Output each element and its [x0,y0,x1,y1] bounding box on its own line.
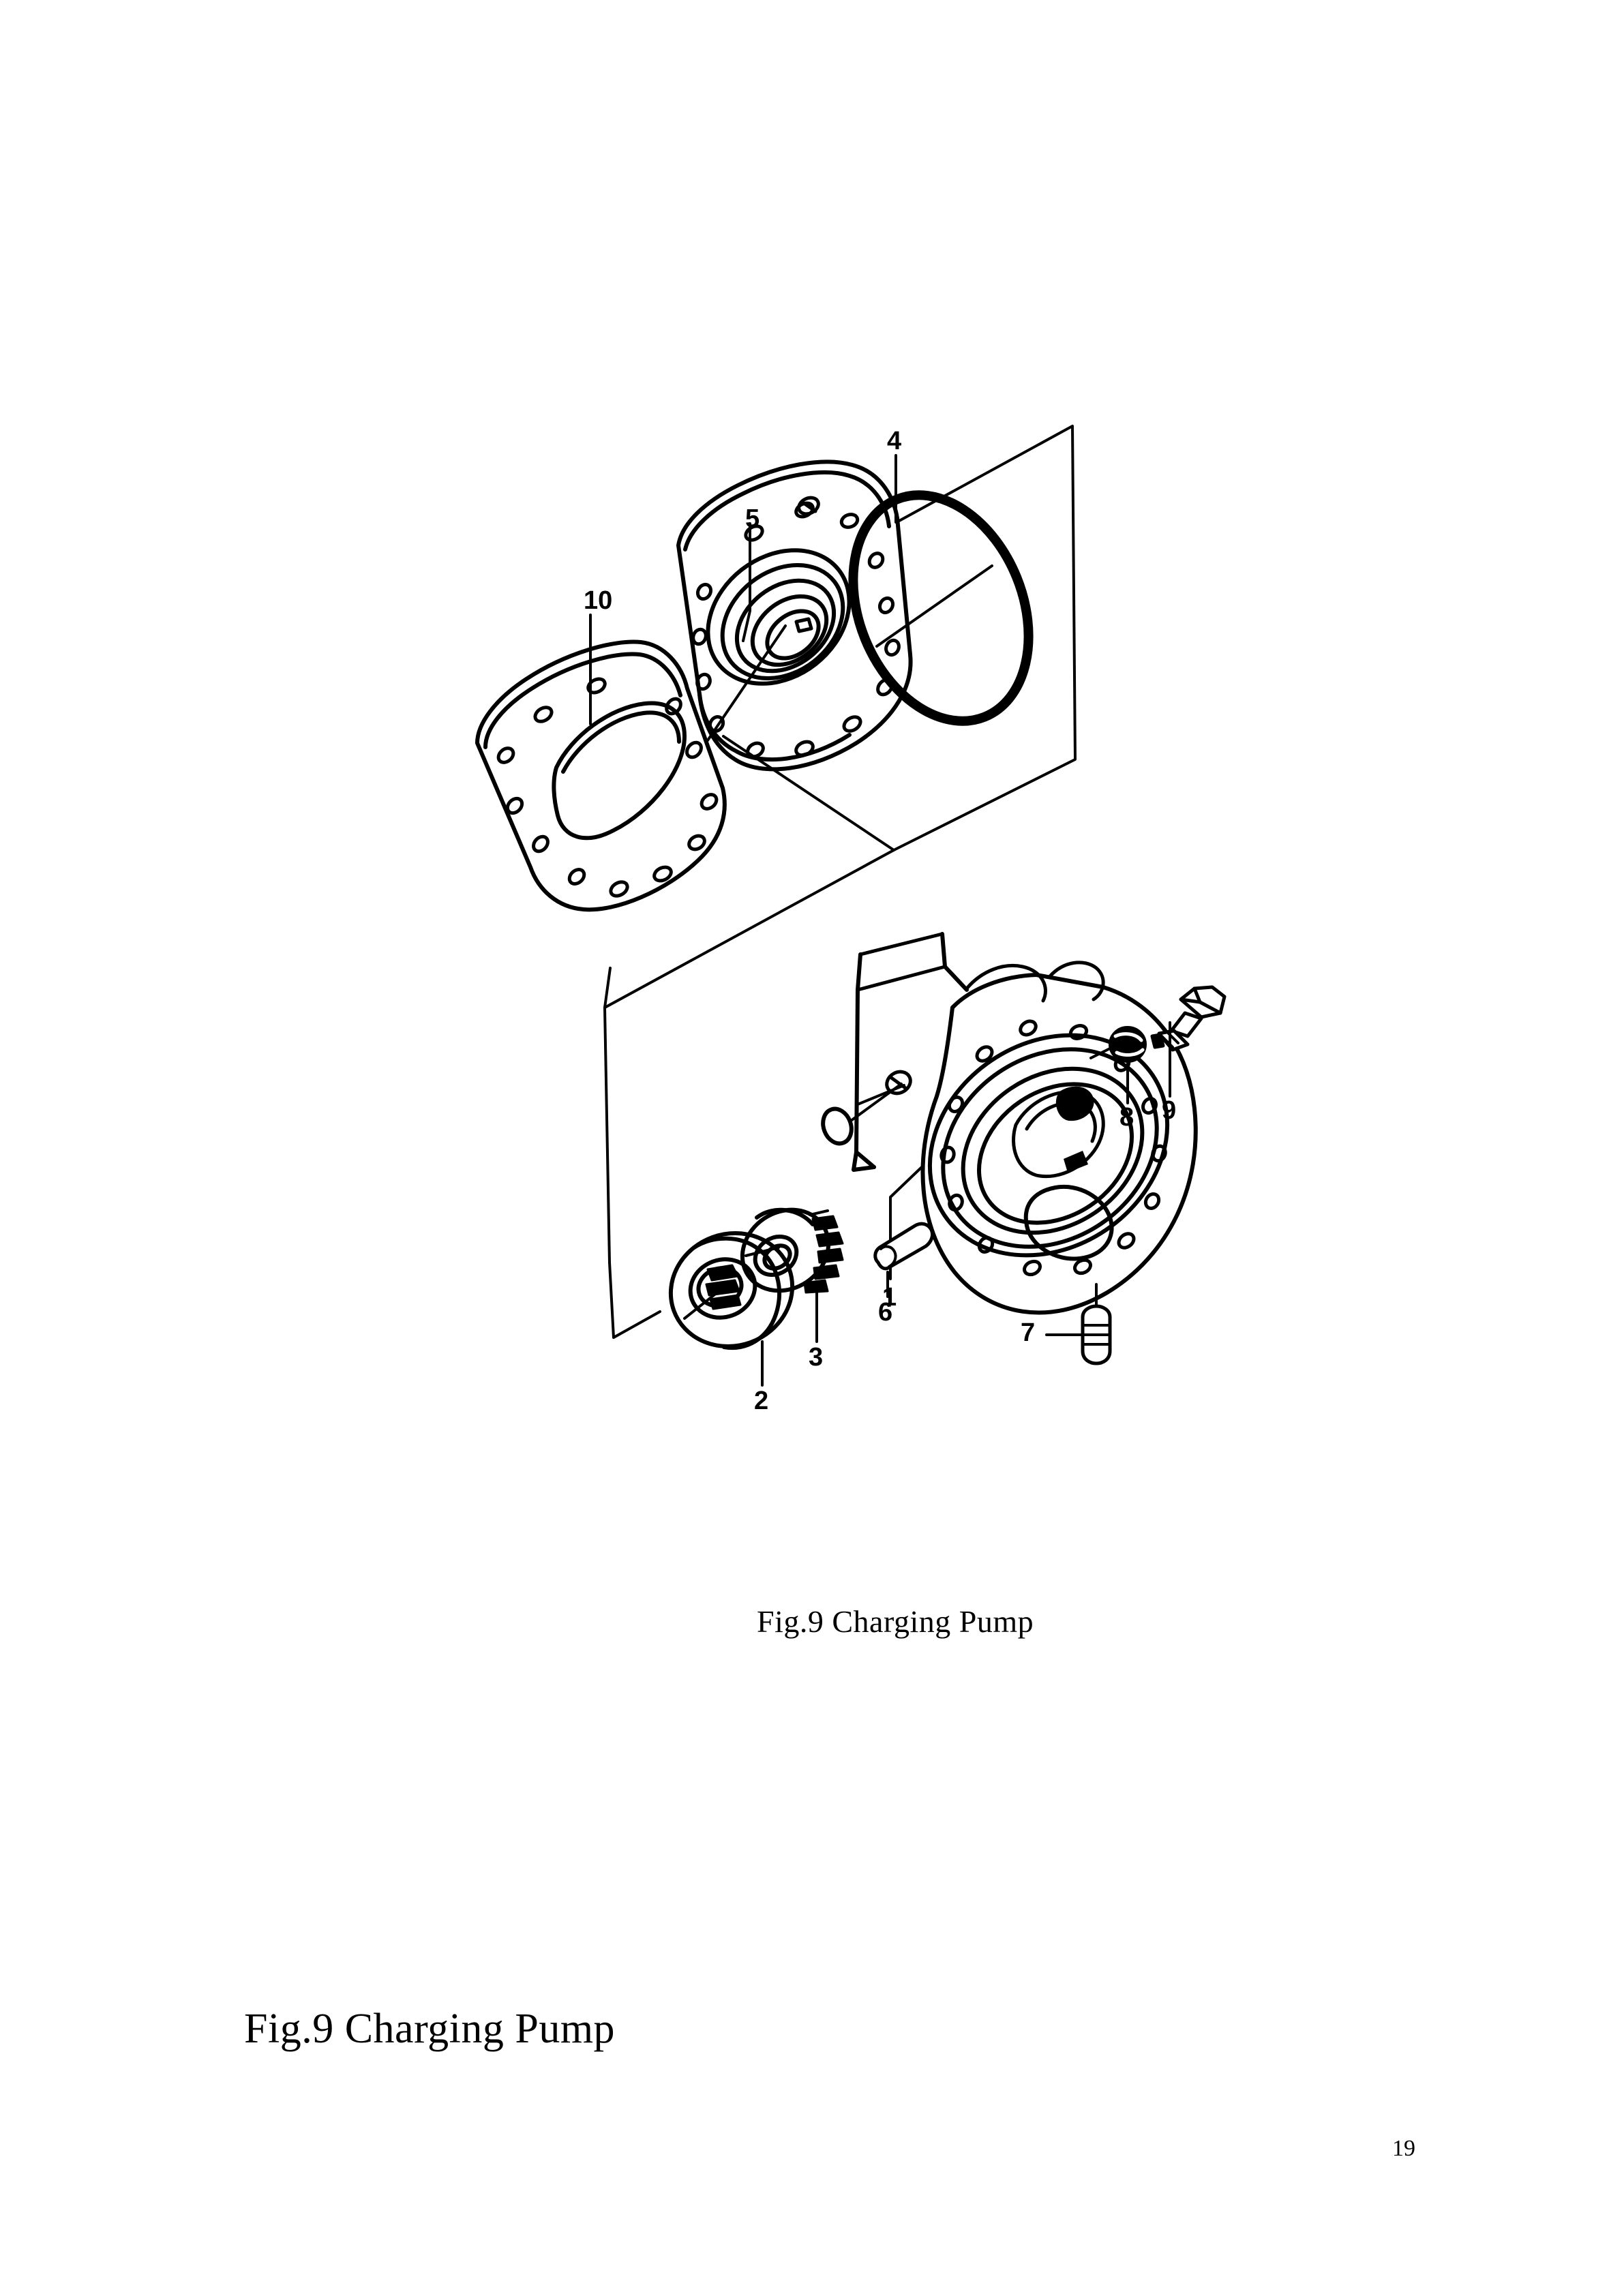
callout-number-7: 7 [1021,1318,1036,1347]
part-small-seal-ring [821,1106,854,1146]
callout-number-1: 1 [882,1283,897,1312]
callout-number-3: 3 [809,1343,824,1372]
part-pump-housing [852,932,1198,1315]
callout-number-2: 2 [754,1387,769,1415]
leader-5-pointer [706,624,787,742]
part-drive-pin [873,1222,935,1271]
figure-caption-bottom: Fig.9 Charging Pump [244,2006,616,2052]
leader-2-pointer [683,1286,725,1320]
part-spring-washer [1109,1026,1147,1063]
leader-8-pointer [1089,1044,1117,1059]
part-gasket [475,639,727,912]
callout-number-8: 8 [1119,1103,1134,1132]
figure-caption: Fig.9 Charging Pump [757,1604,1034,1639]
callout-number-9: 9 [1162,1096,1177,1125]
leader-5 [742,522,751,642]
page-number: 19 [1392,2136,1415,2161]
part-o-ring [848,490,1034,726]
leader-4-pointer [875,564,993,648]
part-hex-bolt [1150,985,1227,1052]
part-inner-gear [740,1207,844,1294]
callout-number-6: 6 [878,1298,893,1327]
part-bearing-cover [676,459,913,772]
part-plug-screw [1081,1304,1112,1365]
leader-dowel-pointer [856,1084,905,1106]
figure-exploded-diagram: 10 5 4 8 9 6 1 7 3 2 [475,425,1227,1415]
part-drive-rotor [668,1231,795,1350]
callout-number-5: 5 [745,504,760,533]
callout-number-4: 4 [887,427,902,455]
callout-number-10: 10 [584,586,613,615]
figure-drawing [475,425,1227,1387]
